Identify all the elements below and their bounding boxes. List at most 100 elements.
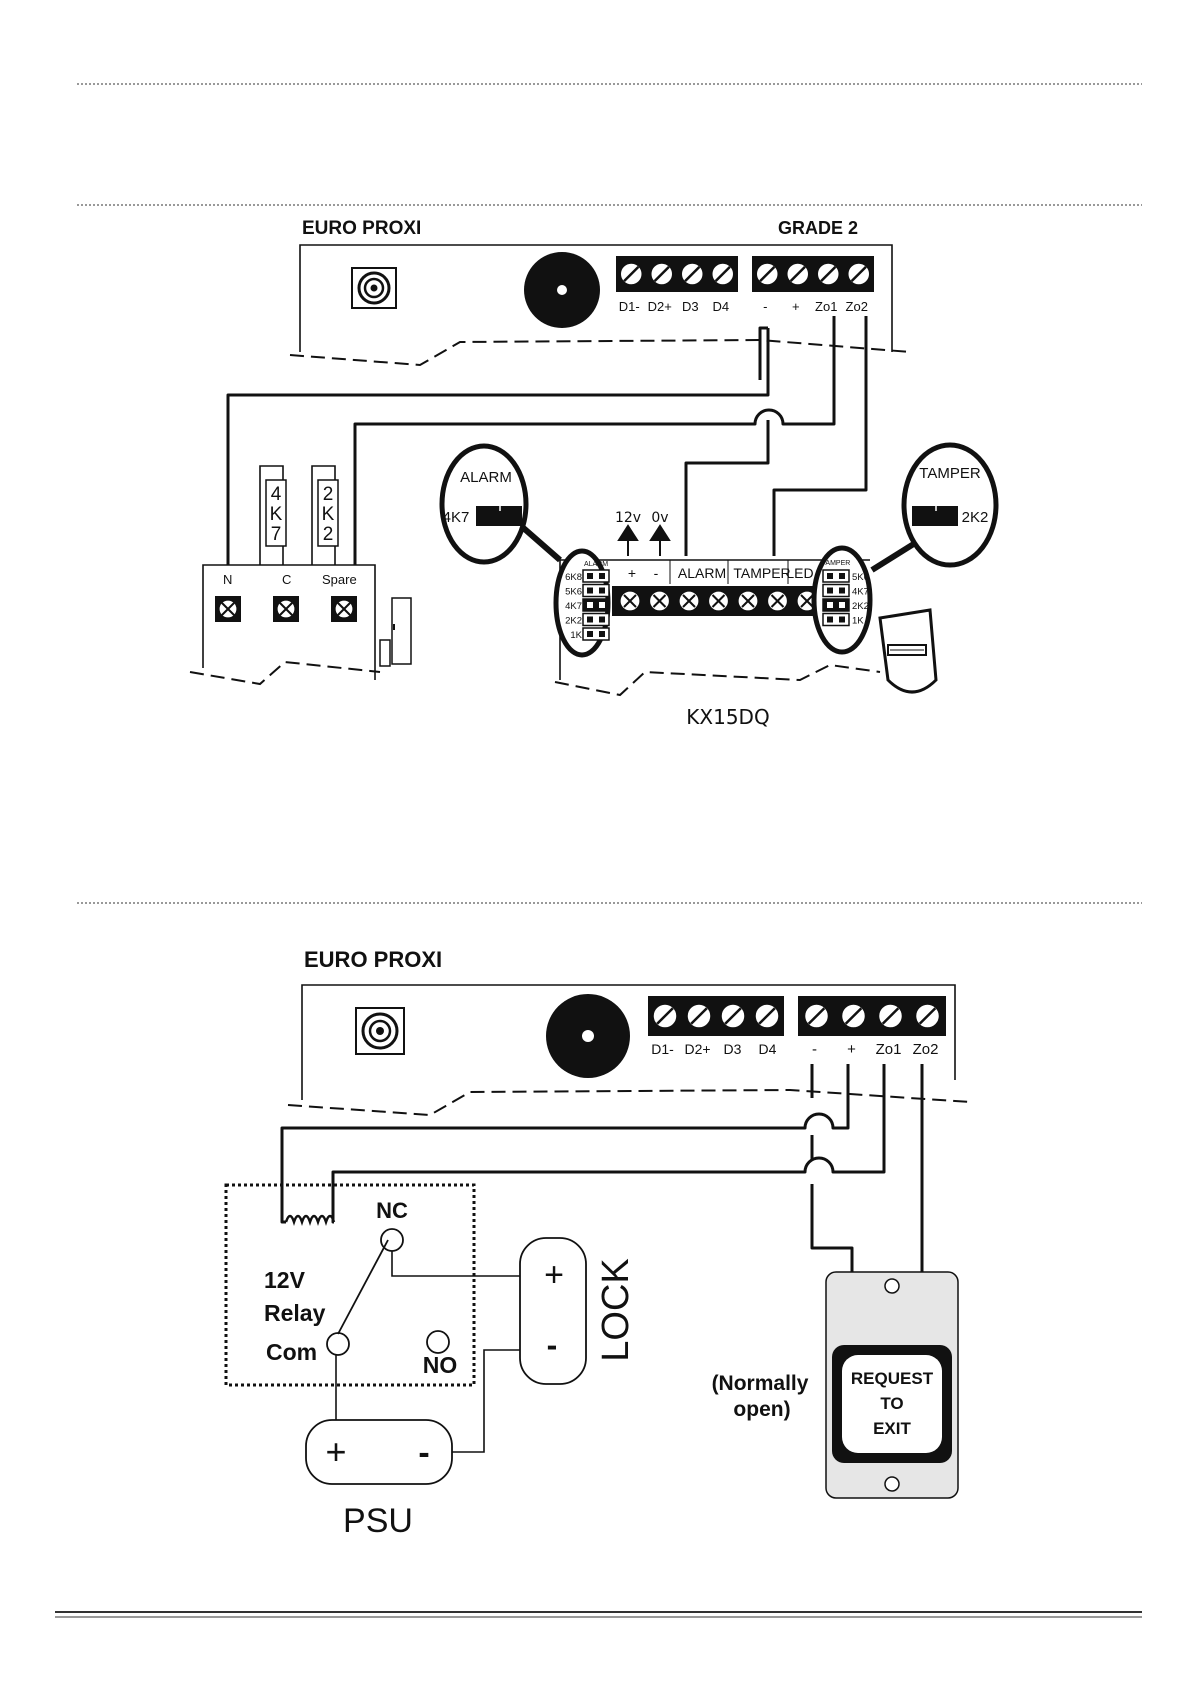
jumper-pin-pair: [823, 570, 849, 582]
tamper-jumper-bank: TAMPER 5K64K72K21K: [814, 548, 870, 652]
power-terminal-block: [752, 256, 874, 292]
relay-name-line1: 12V: [264, 1267, 306, 1293]
alarm-callout-value: 4K7: [443, 509, 470, 526]
terminal-screw: [679, 591, 699, 611]
detector-terminal-label-2: ALARM: [678, 565, 726, 581]
power-terminal-block: [798, 996, 946, 1036]
relay-name-line2: Relay: [264, 1300, 326, 1326]
data-terminal-label-0: D1-: [619, 299, 640, 314]
relay-com-terminal: [327, 1333, 349, 1355]
data-terminal-label-1: D2+: [648, 299, 672, 314]
terminal-screw: [768, 591, 788, 611]
psu-plus-label: +: [325, 1431, 346, 1472]
data-terminal-label-3: D4: [759, 1041, 777, 1057]
jumper-pin-pair: [823, 614, 849, 626]
data-terminal-block: [616, 256, 738, 292]
pir-detector-icon: [880, 610, 936, 692]
terminal-screw: [620, 263, 642, 285]
detector-terminal-label-4: LED: [786, 565, 813, 581]
relay-module: NC 12V Relay Com NO: [226, 1185, 474, 1385]
data-terminal-block: [648, 996, 784, 1036]
terminal-screw: [805, 1004, 829, 1028]
jumper-pin-pair: [583, 599, 609, 611]
terminal-screw: [738, 591, 758, 611]
jumper-value-2: 4K7: [565, 601, 582, 612]
jumper-pin-pair: [583, 614, 609, 626]
terminal-screw: [787, 263, 809, 285]
jumper-value-4: 1K: [570, 630, 582, 641]
button-note-line2: open): [733, 1398, 790, 1421]
terminal-screw: [650, 591, 670, 611]
button-note-line1: (Normally: [712, 1372, 809, 1395]
data-terminal-label-3: D4: [712, 299, 729, 314]
alarm-callout: ALARM 4K7: [442, 446, 560, 562]
tamper-callout-value: 2K2: [962, 509, 989, 526]
terminal-screw: [620, 591, 640, 611]
terminal-screw: [842, 1004, 866, 1028]
lock-plus-label: +: [544, 1256, 564, 1294]
terminal-screw: [687, 1004, 711, 1028]
jumper-value-2: 2K2: [852, 601, 869, 612]
psu-device: + - PSU: [306, 1420, 452, 1540]
door-contact-icon: [392, 598, 411, 664]
button-label-line1: REQUEST: [851, 1369, 934, 1388]
request-to-exit-button: REQUEST TO EXIT: [826, 1272, 958, 1498]
lock-device: + - LOCK: [520, 1238, 637, 1384]
terminal-label-c: C: [282, 572, 291, 587]
supply-0v-label: 0v: [651, 510, 668, 526]
diagram-2-title: EURO PROXI: [304, 947, 442, 972]
jumper-pin-pair: [583, 628, 609, 640]
alarm-callout-label: ALARM: [460, 469, 512, 486]
tamper-jumper-icon: [912, 506, 958, 526]
data-terminal-label-2: D3: [682, 299, 699, 314]
data-terminal-label-1: D2+: [684, 1041, 710, 1057]
lock-label: LOCK: [595, 1258, 637, 1361]
alarm-jumper-icon: [476, 506, 522, 526]
data-terminal-label-0: D1-: [651, 1041, 674, 1057]
relay-no-terminal: [427, 1331, 449, 1353]
button-label-line3: EXIT: [873, 1419, 911, 1438]
detector-terminal-label-3: TAMPER: [733, 565, 790, 581]
power-terminal-label-2: Zo1: [815, 299, 837, 314]
tamper-jumper-label: TAMPER: [822, 560, 851, 567]
terminal-label-n: N: [223, 572, 232, 587]
psu-label: PSU: [343, 1502, 413, 1540]
button-label-line2: TO: [880, 1394, 903, 1413]
jumper-pin-pair: [583, 570, 609, 582]
detector-model-label: KX15DQ: [686, 705, 769, 729]
psu-minus-label: -: [418, 1434, 429, 1472]
jumper-value-0: 5K6: [852, 572, 869, 583]
power-terminal-label-0: -: [763, 299, 767, 314]
jumper-value-1: 5K6: [565, 587, 582, 598]
terminal-screw: [651, 263, 673, 285]
terminal-label-spare: Spare: [322, 572, 357, 587]
diagram-1-title: EURO PROXI: [302, 218, 421, 239]
relay-com-label: Com: [266, 1339, 317, 1365]
relay-contact-arm: [338, 1240, 388, 1334]
power-terminal-label-3: Zo2: [846, 299, 868, 314]
terminal-screw: [756, 263, 778, 285]
alarm-jumper-label: ALARM: [584, 561, 608, 568]
grade-label: GRADE 2: [778, 218, 858, 238]
terminal-screw: [653, 1004, 677, 1028]
jumper-value-3: 1K: [852, 616, 864, 627]
lock-minus-label: -: [547, 1327, 558, 1363]
data-terminal-label-2: D3: [724, 1041, 742, 1057]
jumper-value-3: 2K2: [565, 616, 582, 627]
jumper-pin-pair: [583, 585, 609, 597]
supply-12v-label: 12v: [615, 510, 641, 526]
relay-no-label: NO: [423, 1352, 458, 1378]
terminal-screw: [721, 1004, 745, 1028]
terminal-screw: [712, 263, 734, 285]
power-terminal-label-1: +: [847, 1041, 856, 1058]
jumper-pin-pair: [823, 585, 849, 597]
detector-board: 12v 0v +-ALARMTAMPERLED ALARM 6K85K64K72…: [555, 510, 936, 729]
power-terminal-label-3: Zo2: [913, 1041, 939, 1058]
terminal-screw: [879, 1004, 903, 1028]
terminal-screw: [331, 596, 357, 622]
